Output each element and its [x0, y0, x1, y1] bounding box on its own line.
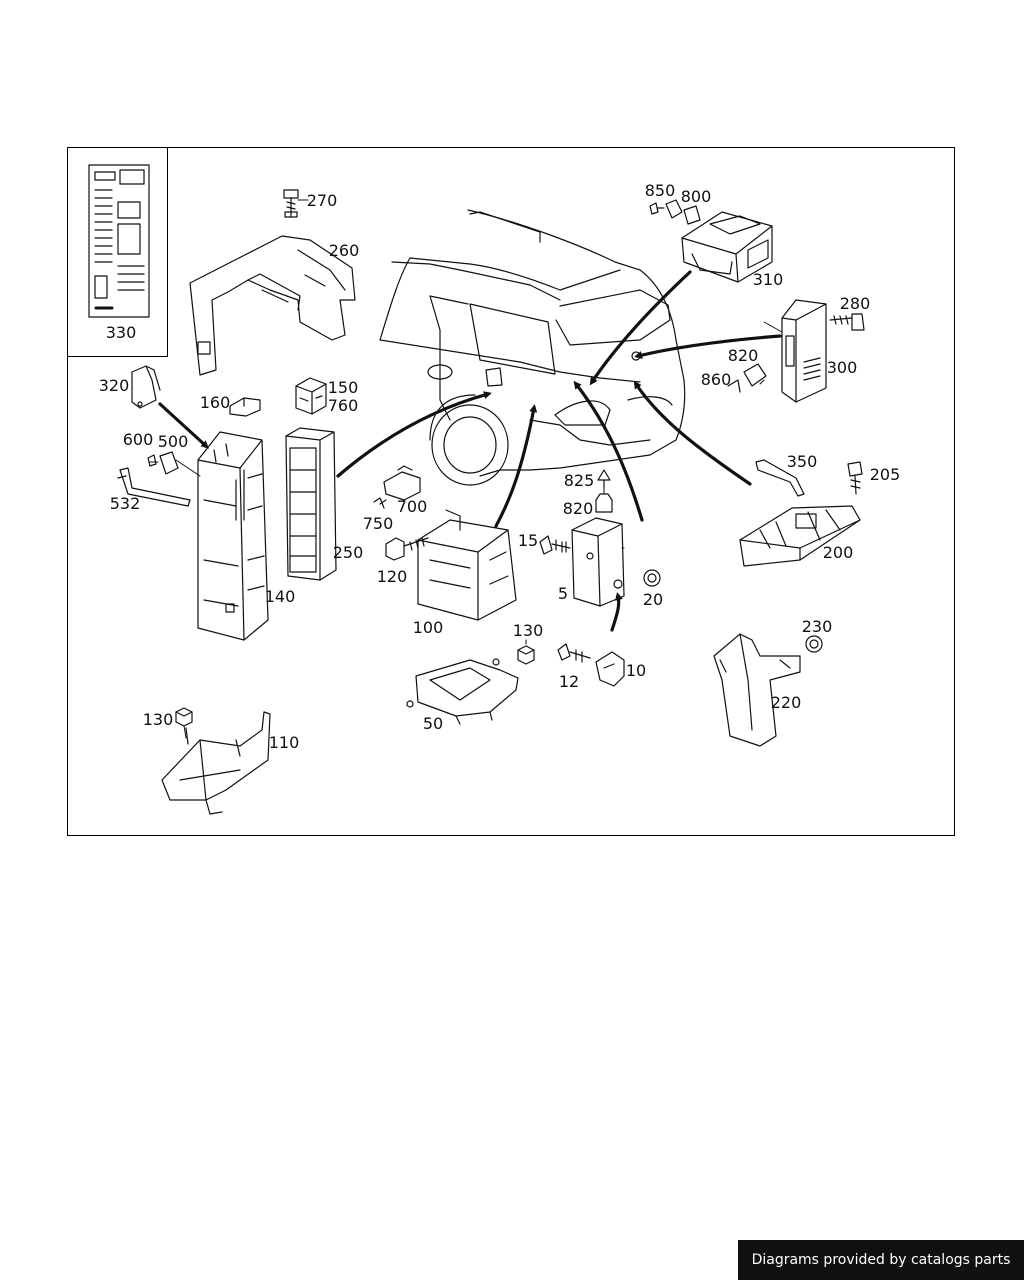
callout-270: 270	[306, 191, 338, 210]
callout-20: 20	[642, 590, 664, 609]
part-130-nut-upper	[517, 645, 535, 665]
callout-320: 320	[98, 376, 130, 395]
part-310-control-module	[681, 211, 773, 283]
part-5-module	[571, 517, 625, 607]
part-280-bolt	[829, 313, 865, 331]
callout-160: 160	[199, 393, 231, 412]
callout-250: 250	[332, 543, 364, 562]
callout-825: 825	[563, 471, 595, 490]
callout-820-lower: 820	[562, 499, 594, 518]
part-120-bolt	[385, 537, 429, 561]
callout-330: 330	[105, 323, 137, 342]
part-330-label-sticker	[88, 164, 150, 318]
part-250-relay-panel	[285, 427, 337, 581]
callout-300: 300	[826, 358, 858, 377]
part-320-clip	[131, 365, 161, 409]
part-15-bolt	[539, 535, 571, 555]
part-700-connector	[373, 465, 421, 509]
callout-600: 600	[122, 430, 154, 449]
callout-260: 260	[328, 241, 360, 260]
callout-10: 10	[625, 661, 647, 680]
callout-230: 230	[801, 617, 833, 636]
part-532-cable-tie	[117, 467, 191, 507]
part-350-strip	[755, 459, 805, 497]
part-130-nut-lower	[175, 707, 193, 745]
part-110-bracket	[161, 711, 271, 815]
part-200-tray	[739, 505, 861, 567]
part-260-bracket	[189, 235, 356, 376]
vehicle-outline	[379, 209, 686, 486]
part-820-860-connectors	[727, 363, 767, 393]
callout-850: 850	[644, 181, 676, 200]
part-20-nut	[643, 569, 661, 587]
part-600-500-connectors	[147, 451, 179, 475]
callout-205: 205	[869, 465, 901, 484]
part-10-bracket	[595, 651, 625, 687]
footer-credit-badge: Diagrams provided by catalogs parts	[738, 1240, 1024, 1280]
part-50-bracket	[406, 658, 519, 725]
callout-150: 150	[327, 378, 359, 397]
callout-50: 50	[422, 714, 444, 733]
callout-200: 200	[822, 543, 854, 562]
part-12-bolt	[557, 643, 591, 663]
callout-532: 532	[109, 494, 141, 513]
leader-lines	[149, 199, 783, 739]
callout-120: 120	[376, 567, 408, 586]
callout-280: 280	[839, 294, 871, 313]
part-825-cap	[597, 469, 611, 489]
part-850-800-connectors	[649, 199, 701, 225]
callout-860: 860	[700, 370, 732, 389]
part-220-bracket	[713, 633, 801, 747]
callout-5: 5	[557, 584, 569, 603]
part-230-nut	[805, 635, 823, 653]
part-150-relay	[295, 377, 327, 415]
part-270-bolt	[283, 189, 299, 218]
callout-130-upper: 130	[512, 621, 544, 640]
part-100-bracket	[417, 509, 517, 621]
callout-140: 140	[264, 587, 296, 606]
callout-800: 800	[680, 187, 712, 206]
callout-110: 110	[268, 733, 300, 752]
callout-700: 700	[396, 497, 428, 516]
part-205-bolt	[847, 461, 863, 495]
callout-15: 15	[517, 531, 539, 550]
callout-820-upper: 820	[727, 346, 759, 365]
callout-100: 100	[412, 618, 444, 637]
assembly-arrows	[158, 270, 782, 632]
callout-310: 310	[752, 270, 784, 289]
part-300-module	[781, 299, 827, 403]
callout-12: 12	[558, 672, 580, 691]
part-160-fuse	[229, 397, 261, 417]
callout-500: 500	[157, 432, 189, 451]
part-140-fuse-box	[197, 431, 269, 641]
label-inset-box	[67, 147, 168, 357]
callout-350: 350	[786, 452, 818, 471]
callout-220: 220	[770, 693, 802, 712]
callout-750: 750	[362, 514, 394, 533]
part-820-connector-lower	[595, 493, 613, 513]
callout-130-lower: 130	[142, 710, 174, 729]
callout-760: 760	[327, 396, 359, 415]
